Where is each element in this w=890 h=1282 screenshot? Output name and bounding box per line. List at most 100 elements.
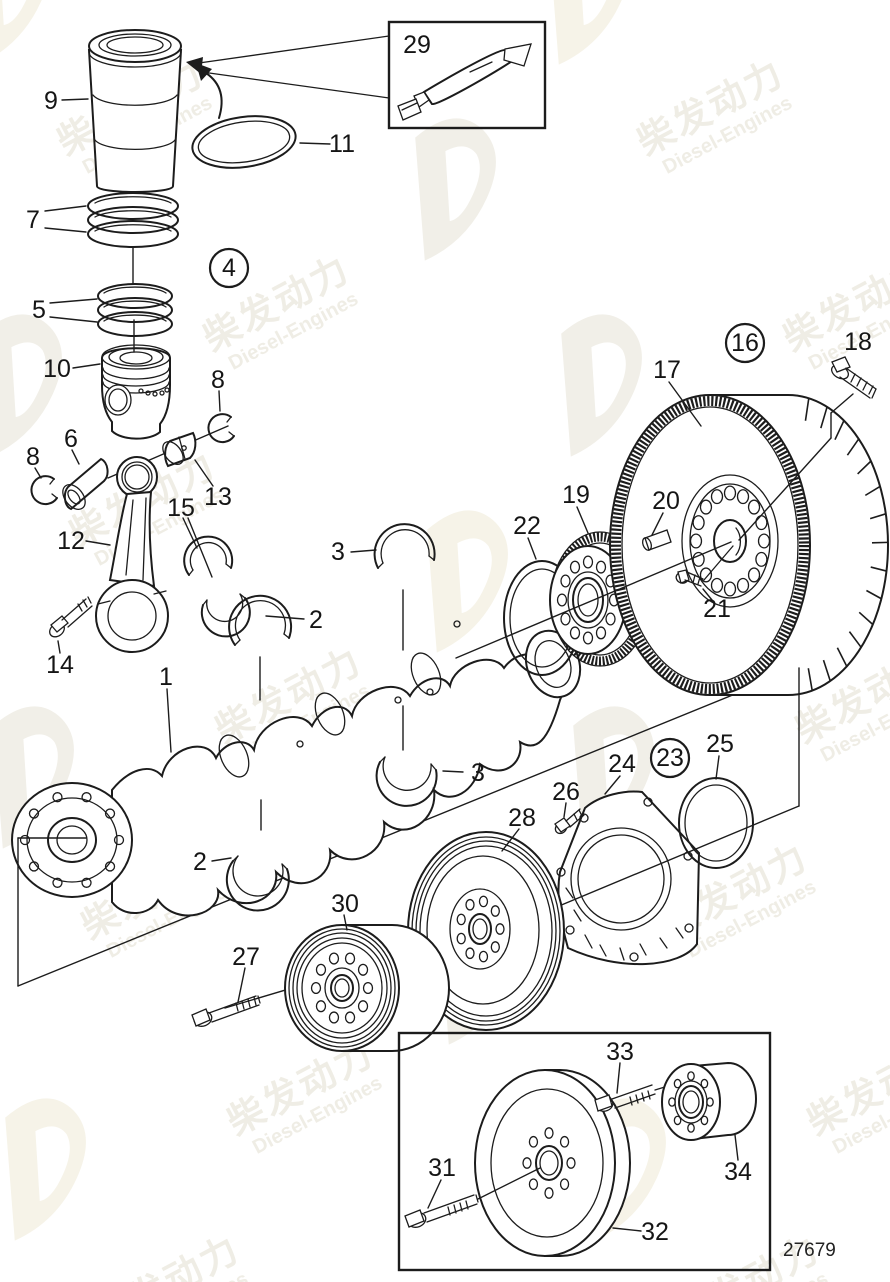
damper-kit-box	[397, 1031, 772, 1272]
seal-carrier-drawing	[556, 790, 701, 966]
watermark-logo	[0, 314, 62, 457]
svg-text:柴发动力: 柴发动力	[87, 1228, 248, 1282]
svg-text:26: 26	[552, 778, 580, 806]
callout-6: 6	[64, 425, 78, 453]
damper-hub-drawing	[661, 1061, 757, 1141]
piston-pin-drawing	[62, 457, 109, 511]
callout-34: 34	[724, 1158, 752, 1186]
watermark-logo	[0, 0, 50, 65]
watermark-logo	[427, 510, 508, 653]
callout-22: 22	[513, 512, 541, 540]
svg-text:8: 8	[211, 366, 225, 394]
svg-text:1: 1	[159, 663, 173, 691]
damper-disc-drawing	[474, 1069, 631, 1257]
svg-text:28: 28	[508, 804, 536, 832]
callout-13: 13	[204, 483, 232, 511]
callout-15: 15	[167, 494, 195, 522]
circlip-right-drawing	[207, 413, 235, 444]
leader-lines	[17, 98, 800, 1232]
watermark-logo	[0, 706, 74, 849]
callout-29: 29	[403, 31, 431, 59]
piston-drawing	[101, 344, 171, 440]
callout-24: 24	[608, 750, 636, 778]
svg-text:8: 8	[26, 443, 40, 471]
callout-16: 16	[724, 322, 766, 364]
callout-17: 17	[653, 356, 681, 384]
svg-text:17: 17	[653, 356, 681, 384]
callout-25: 25	[706, 730, 734, 758]
svg-text:16: 16	[731, 329, 759, 357]
callout-28: 28	[508, 804, 536, 832]
connecting-rod-drawing	[95, 456, 169, 653]
svg-text:3: 3	[331, 538, 345, 566]
callout-3: 3	[471, 759, 485, 787]
main-bearing-upper	[373, 523, 436, 569]
callout-7: 7	[26, 206, 40, 234]
svg-text:6: 6	[64, 425, 78, 453]
callout-30: 30	[331, 890, 359, 918]
dowel-pin-drawing	[641, 529, 672, 551]
svg-text:11: 11	[329, 130, 355, 158]
svg-text:20: 20	[652, 487, 680, 515]
callout-27: 27	[232, 943, 260, 971]
svg-text:27: 27	[232, 943, 260, 971]
flywheel-bolt-bracket	[738, 393, 854, 541]
thrust-washer-upper	[228, 594, 293, 646]
callout-18: 18	[844, 328, 872, 356]
callout-11: 11	[329, 130, 355, 158]
callout-33: 33	[606, 1038, 634, 1066]
callout-5: 5	[32, 296, 46, 324]
callout-2: 2	[309, 606, 323, 634]
svg-text:15: 15	[167, 494, 195, 522]
callout-1: 1	[159, 663, 173, 691]
callout-2: 2	[193, 848, 207, 876]
callout-10: 10	[43, 355, 71, 383]
liner-oring-drawing	[191, 115, 297, 169]
callout-3: 3	[331, 538, 345, 566]
watermark-logo	[549, 0, 630, 65]
svg-text:19: 19	[562, 481, 590, 509]
callout-4: 4	[208, 247, 250, 289]
callout-19: 19	[562, 481, 590, 509]
svg-text:29: 29	[403, 31, 431, 59]
kit-bolt-long-drawing	[404, 1167, 541, 1228]
svg-text:22: 22	[513, 512, 541, 540]
callout-20: 20	[652, 487, 680, 515]
svg-text:13: 13	[204, 483, 232, 511]
main-bearing-lower	[375, 756, 438, 807]
liner-sealing-rings-drawing	[87, 192, 179, 248]
rear-seal-drawing	[678, 777, 754, 869]
svg-text:21: 21	[703, 595, 731, 623]
callout-21: 21	[703, 595, 731, 623]
svg-text:25: 25	[706, 730, 734, 758]
group-leader-line	[558, 805, 800, 907]
callout-8: 8	[211, 366, 225, 394]
crankshaft-gear-drawing	[549, 531, 650, 667]
callout-26: 26	[552, 778, 580, 806]
callout-32: 32	[641, 1218, 669, 1246]
carrier-bolt-drawing	[554, 808, 585, 835]
svg-text:31: 31	[428, 1154, 456, 1182]
callout-8: 8	[26, 443, 40, 471]
svg-text:14: 14	[46, 651, 74, 679]
svg-text:5: 5	[32, 296, 46, 324]
callout-31: 31	[428, 1154, 456, 1182]
drawing-number: 27679	[783, 1240, 836, 1261]
svg-text:7: 7	[26, 206, 40, 234]
rod-bolt-drawing	[49, 596, 93, 638]
circlip-left-drawing	[30, 475, 58, 506]
flywheel-drawing	[609, 394, 889, 696]
svg-text:18: 18	[844, 328, 872, 356]
kit-bolt-short-drawing	[594, 1084, 669, 1112]
watermark-logo	[561, 314, 642, 457]
svg-text:23: 23	[656, 744, 684, 772]
svg-text:10: 10	[43, 355, 71, 383]
thrust-washer-lower	[225, 855, 290, 912]
